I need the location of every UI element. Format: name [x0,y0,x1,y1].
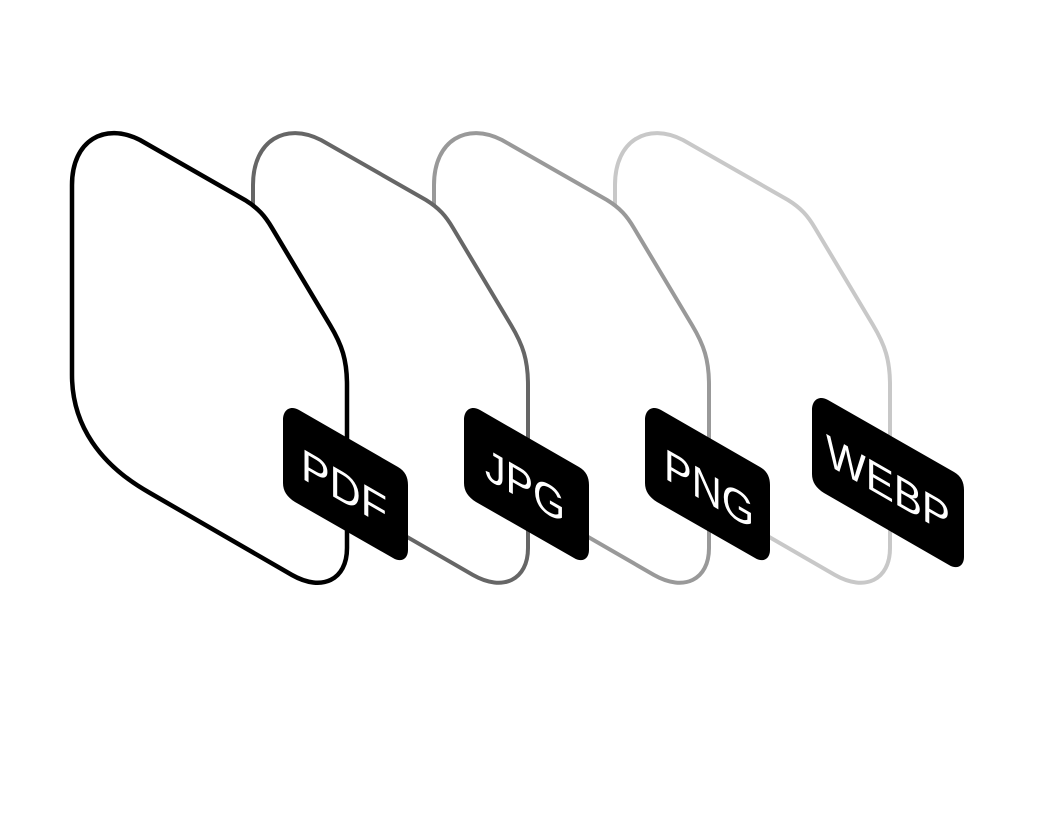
badge-background [812,398,964,568]
